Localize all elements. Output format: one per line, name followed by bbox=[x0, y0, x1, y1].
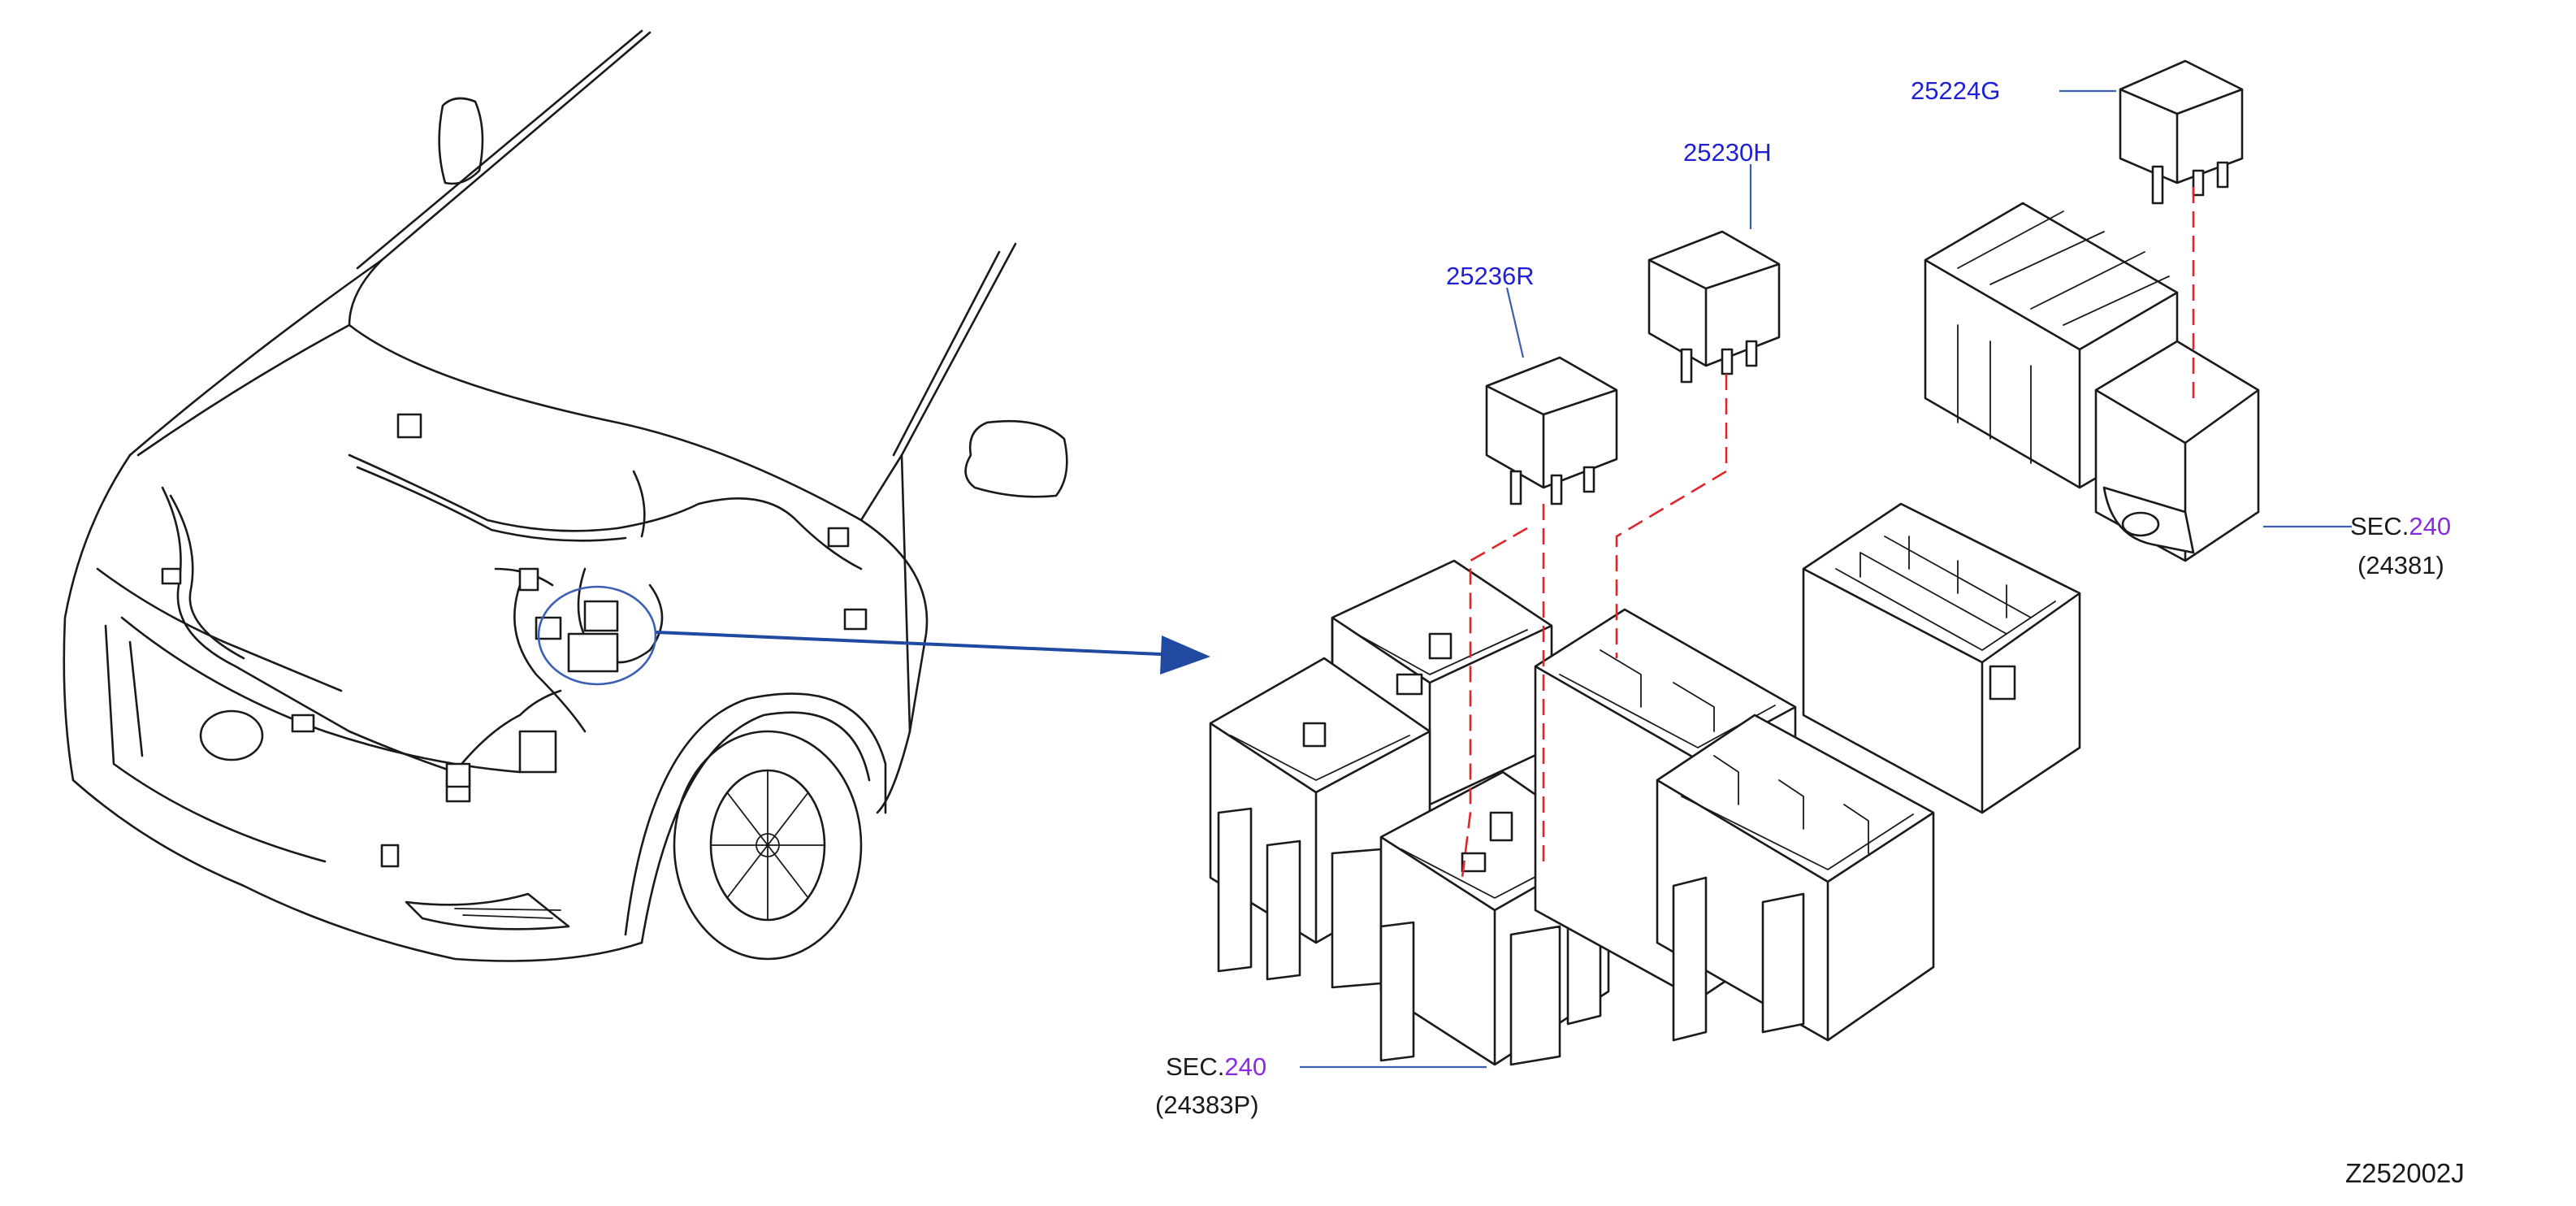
section-ref-lower-number: 240 bbox=[1224, 1052, 1266, 1081]
callout-arrow-icon bbox=[1160, 636, 1210, 675]
leader-lines bbox=[1300, 89, 2352, 1069]
section-ref-upper-prefix: SEC. bbox=[2350, 512, 2409, 540]
section-ref-lower-part: (24383P) bbox=[1155, 1091, 1259, 1119]
section-ref-lower-prefix: SEC. bbox=[1166, 1052, 1224, 1081]
part-number-25236r: 25236R bbox=[1446, 262, 1535, 290]
engine-wiring-harness bbox=[161, 413, 868, 868]
vehicle-front-illustration bbox=[63, 29, 1068, 962]
section-ref-upper: SEC.240 bbox=[2350, 512, 2451, 540]
section-ref-upper-part: (24381) bbox=[2357, 551, 2444, 579]
section-ref-upper-number: 240 bbox=[2409, 512, 2451, 540]
section-ref-lower: SEC.240 bbox=[1166, 1052, 1266, 1081]
diagram-code: Z252002J bbox=[2345, 1158, 2465, 1188]
relay-box-location-callout bbox=[537, 585, 1210, 686]
installation-guide-lines bbox=[1461, 187, 2195, 878]
relay-block-24381 bbox=[1924, 202, 2260, 562]
relay-bracket-assembly-24383p bbox=[1209, 502, 2081, 1066]
relay-25236r bbox=[1485, 356, 1618, 505]
part-number-25224g: 25224G bbox=[1911, 76, 2000, 105]
part-number-25230h: 25230H bbox=[1683, 138, 1772, 167]
relay-25230h bbox=[1647, 230, 1781, 384]
relay-25224g bbox=[2119, 59, 2244, 205]
